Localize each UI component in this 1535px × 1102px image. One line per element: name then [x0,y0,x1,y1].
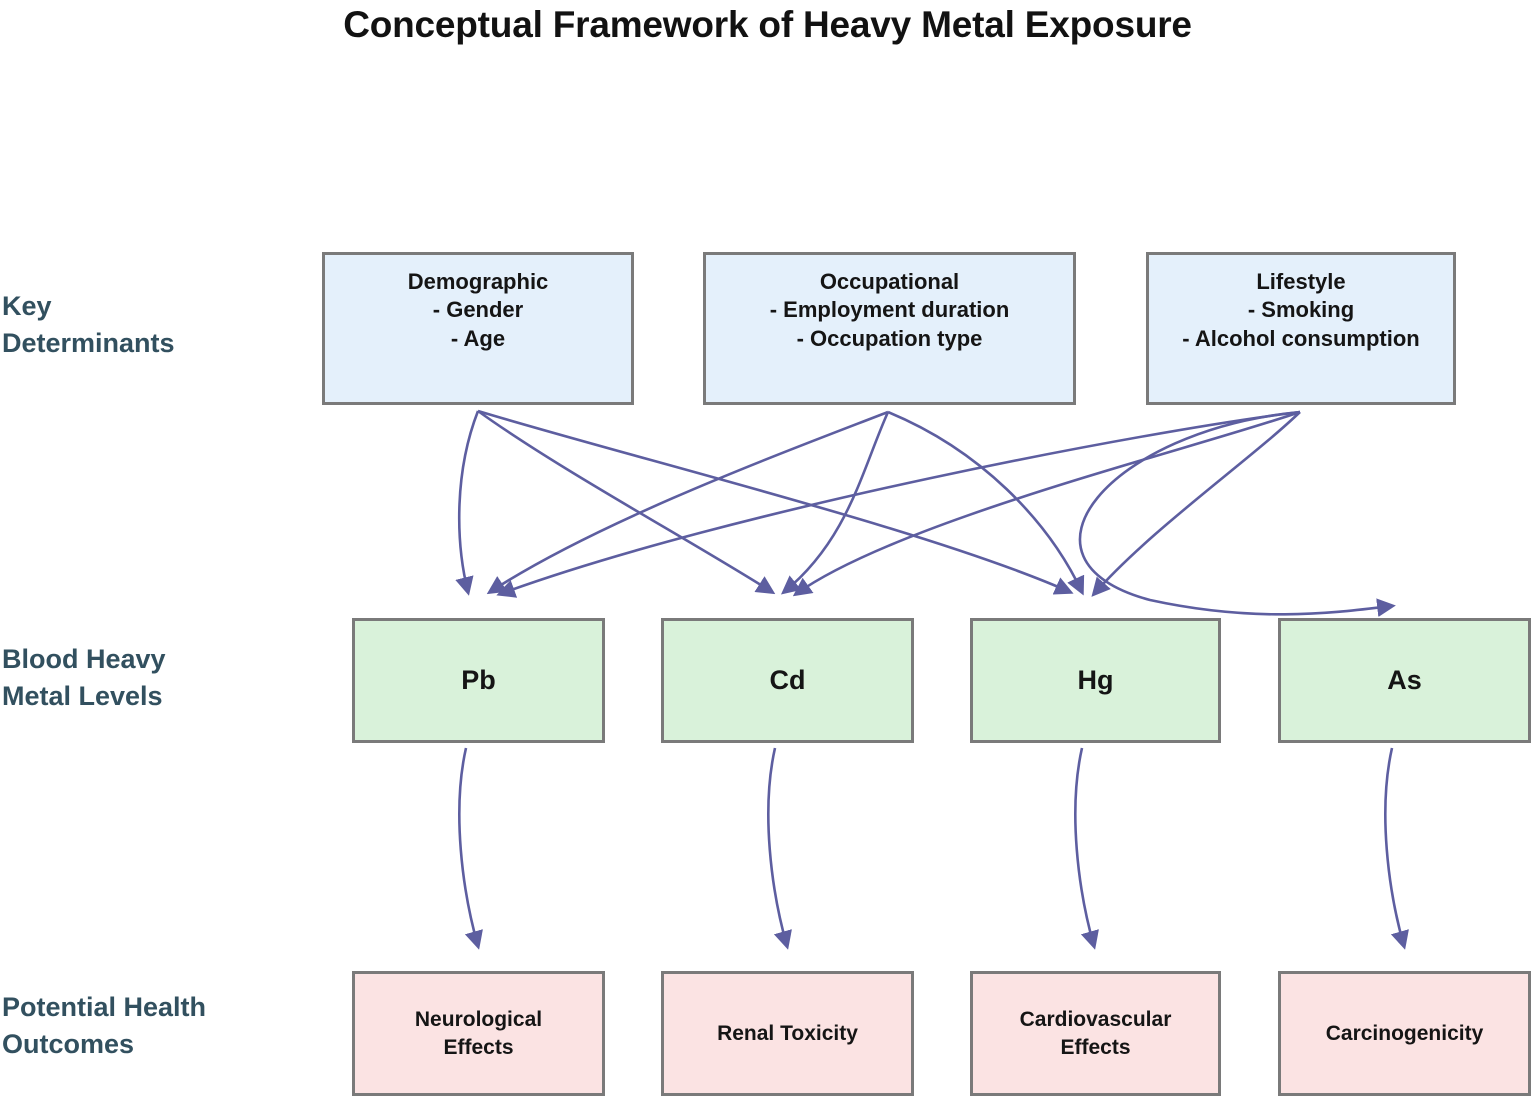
metal-node-cd[interactable]: Cd [661,618,914,743]
edge-as-to-carcinogenicity [1384,747,1409,950]
node-label: Renal Toxicity [717,1021,858,1045]
node-label: As [1387,664,1422,695]
metal-node-pb[interactable]: Pb [352,618,605,743]
edge-demographic-to-hg [477,409,1074,595]
edge-lifestyle-to-pb [496,410,1301,598]
outcome-node-renal-toxicity[interactable]: Renal Toxicity [661,971,914,1096]
outcome-node-carcinogenicity[interactable]: Carcinogenicity [1278,971,1531,1096]
node-label: Occupational - Employment duration - Occ… [769,268,1010,351]
edge-demographic-to-pb [455,410,480,596]
node-label: Hg [1077,664,1114,695]
edge-occupational-to-hg [887,410,1085,596]
edge-lifestyle-to-hg [1091,411,1301,597]
outcome-node-cardiovascular[interactable]: Cardiovascular Effects [970,971,1221,1096]
edge-demographic-to-cd [477,409,776,595]
edge-lifestyle-to-cd [792,410,1301,597]
edge-cd-to-renal-toxicity [767,747,792,950]
outcome-node-neurological[interactable]: Neurological Effects [352,971,605,1096]
metal-node-hg[interactable]: Hg [970,618,1221,743]
edge-lifestyle-to-as [1078,410,1396,617]
determinant-node-occupational[interactable]: Occupational - Employment duration - Occ… [703,252,1076,405]
edge-occupational-to-cd [780,411,890,595]
node-label: Cardiovascular Effects [1019,1008,1172,1059]
metal-node-as[interactable]: As [1278,618,1531,743]
row-label-potential-health-outcomes: Potential Health Outcomes [2,992,207,1060]
edge-pb-to-neurological-effects [458,747,483,950]
row-label-blood-heavy-metal-levels: Blood Heavy Metal Levels [2,644,166,712]
node-label: Demographic - Gender - Age [407,268,549,351]
determinant-node-demographic[interactable]: Demographic - Gender - Age [322,252,634,405]
node-label: Cd [769,664,806,695]
node-label: Carcinogenicity [1325,1021,1484,1045]
page-title: Conceptual Framework of Heavy Metal Expo… [343,4,1192,45]
node-label: Pb [461,664,496,695]
determinant-node-lifestyle[interactable]: Lifestyle - Smoking - Alcohol consumptio… [1146,252,1456,405]
node-label: Neurological Effects [414,1008,543,1059]
edge-hg-to-cardiovascular-effects [1074,747,1099,950]
node-label: Lifestyle - Smoking - Alcohol consumptio… [1182,268,1420,351]
row-label-key-determinants: Key Determinants [2,291,175,359]
edge-occupational-to-pb [486,410,889,595]
